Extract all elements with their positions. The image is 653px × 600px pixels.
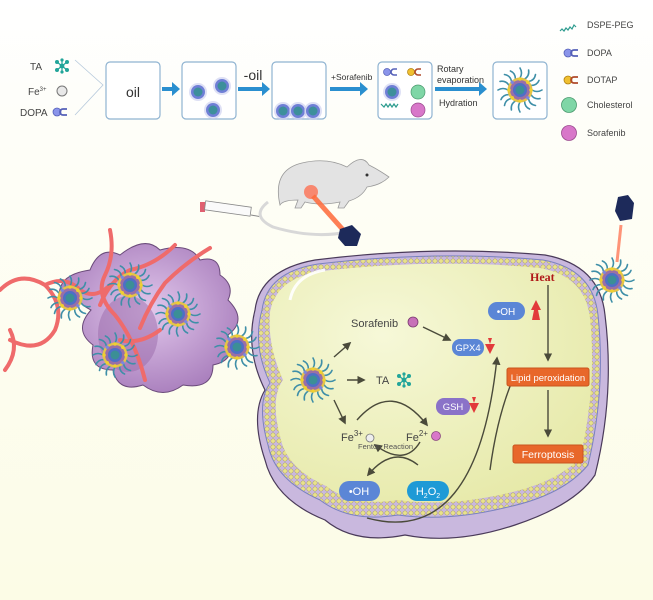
svg-text:•OH: •OH xyxy=(497,307,516,318)
svg-text:Lipid peroxidation: Lipid peroxidation xyxy=(511,373,585,384)
mouse-tail xyxy=(258,200,349,237)
ta-molecule-icon xyxy=(55,58,69,74)
ta-molecule-icon xyxy=(397,372,411,388)
input-fe3-label: Fe3+ xyxy=(28,87,47,98)
svg-text:GPX4: GPX4 xyxy=(455,343,480,354)
dopa-lipid-icon xyxy=(52,107,67,117)
oil-box-label: oil xyxy=(126,84,140,100)
step-arrow-2 xyxy=(238,82,270,96)
sorafenib-sphere-icon xyxy=(561,125,577,141)
legend-dotap-label: DOTAP xyxy=(587,75,617,85)
legend-sorafenib-label: Sorafenib xyxy=(587,128,626,138)
svg-text:GSH: GSH xyxy=(443,402,464,413)
fe3-sphere-icon xyxy=(56,85,68,97)
svg-text:Ferroptosis: Ferroptosis xyxy=(522,449,575,461)
oh-up-arrow-icon xyxy=(531,300,541,320)
svg-text:H2O2: H2O2 xyxy=(416,486,440,500)
step-arrow-3 xyxy=(330,82,368,96)
fe2-label: Fe2+ xyxy=(406,429,428,444)
syringe-icon xyxy=(200,200,263,218)
evaporation-label: evaporation xyxy=(437,75,484,85)
step-arrow-1 xyxy=(162,82,180,96)
dopa-legend-icon xyxy=(563,48,578,58)
remove-oil-label: -oil xyxy=(244,67,263,83)
dspe-peg-chain-icon xyxy=(559,23,577,32)
lipid-peroxidation-box: Lipid peroxidation xyxy=(506,367,590,387)
gsh-pill: GSH xyxy=(436,398,470,415)
mouse-injection-illustration xyxy=(200,159,390,246)
fe2-dot-icon xyxy=(431,431,441,441)
cell-cytoplasm xyxy=(269,263,593,503)
step-arrow-4 xyxy=(435,82,487,96)
oil-box xyxy=(105,61,161,120)
rotary-label: Rotary xyxy=(437,64,464,74)
ta-label: TA xyxy=(376,375,390,387)
fenton-reaction-label: Fenton Reaction xyxy=(358,442,413,451)
legend-dopa-label: DOPA xyxy=(587,48,612,58)
fe3-label: Fe3+ xyxy=(341,429,363,444)
converge-lines xyxy=(74,59,104,116)
svg-text:•OH: •OH xyxy=(349,486,369,498)
legend: DSPE-PEG DOPA DOTAP Cholesterol Sorafeni… xyxy=(559,20,634,141)
legend-cholesterol-label: Cholesterol xyxy=(587,100,633,110)
synthesis-panel: TA Fe3+ DOPA oil -oil +Sorafenib xyxy=(20,20,634,141)
hydroxyl-radical-pill: •OH xyxy=(339,481,380,501)
gpx4-down-arrow-icon xyxy=(485,338,495,354)
input-dopa-label: DOPA xyxy=(20,108,48,119)
sorafenib-dot-icon xyxy=(407,316,419,328)
gsh-down-arrow-icon xyxy=(469,397,479,413)
hydration-label: Hydration xyxy=(439,98,478,108)
ferroptosis-box: Ferroptosis xyxy=(512,444,584,464)
input-ta-label: TA xyxy=(30,62,42,73)
hydroxyl-radical-up-pill: •OH xyxy=(488,302,525,320)
laser-beam xyxy=(311,194,347,234)
cholesterol-sphere-icon xyxy=(561,97,577,113)
gpx4-pill: GPX4 xyxy=(452,339,484,356)
dotap-lipid-icon xyxy=(563,75,578,85)
sorafenib-label: Sorafenib xyxy=(351,318,398,330)
h2o2-pill: H2O2 xyxy=(407,481,449,501)
emulsion-box xyxy=(181,61,237,120)
laser-probe xyxy=(338,225,361,246)
fe3-dot-icon xyxy=(365,433,375,443)
heat-label: Heat xyxy=(530,270,555,284)
add-sorafenib-label: +Sorafenib xyxy=(331,72,373,82)
legend-dspe-peg-label: DSPE-PEG xyxy=(587,20,634,30)
laser-probe-right xyxy=(615,195,634,263)
tumor-illustration xyxy=(0,228,239,393)
